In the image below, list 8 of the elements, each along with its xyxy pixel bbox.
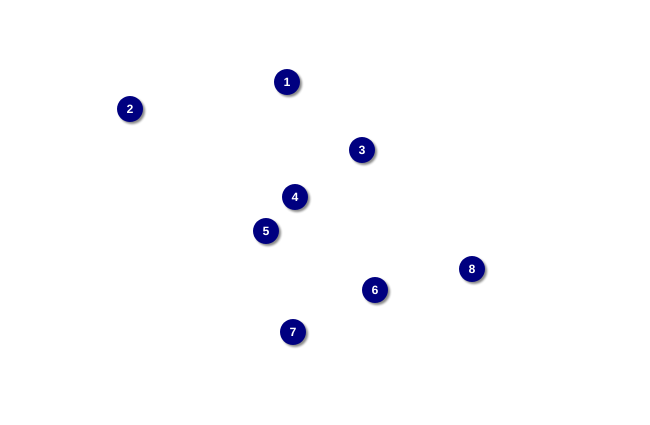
callout-number: 6 [362,277,388,303]
callout-number: 2 [117,96,143,122]
callout-number: 7 [280,319,306,345]
callout-number: 3 [349,137,375,163]
callout-number: 8 [459,256,485,282]
callout-number: 4 [282,184,308,210]
callout-number: 1 [274,69,300,95]
callout-number: 5 [253,218,279,244]
